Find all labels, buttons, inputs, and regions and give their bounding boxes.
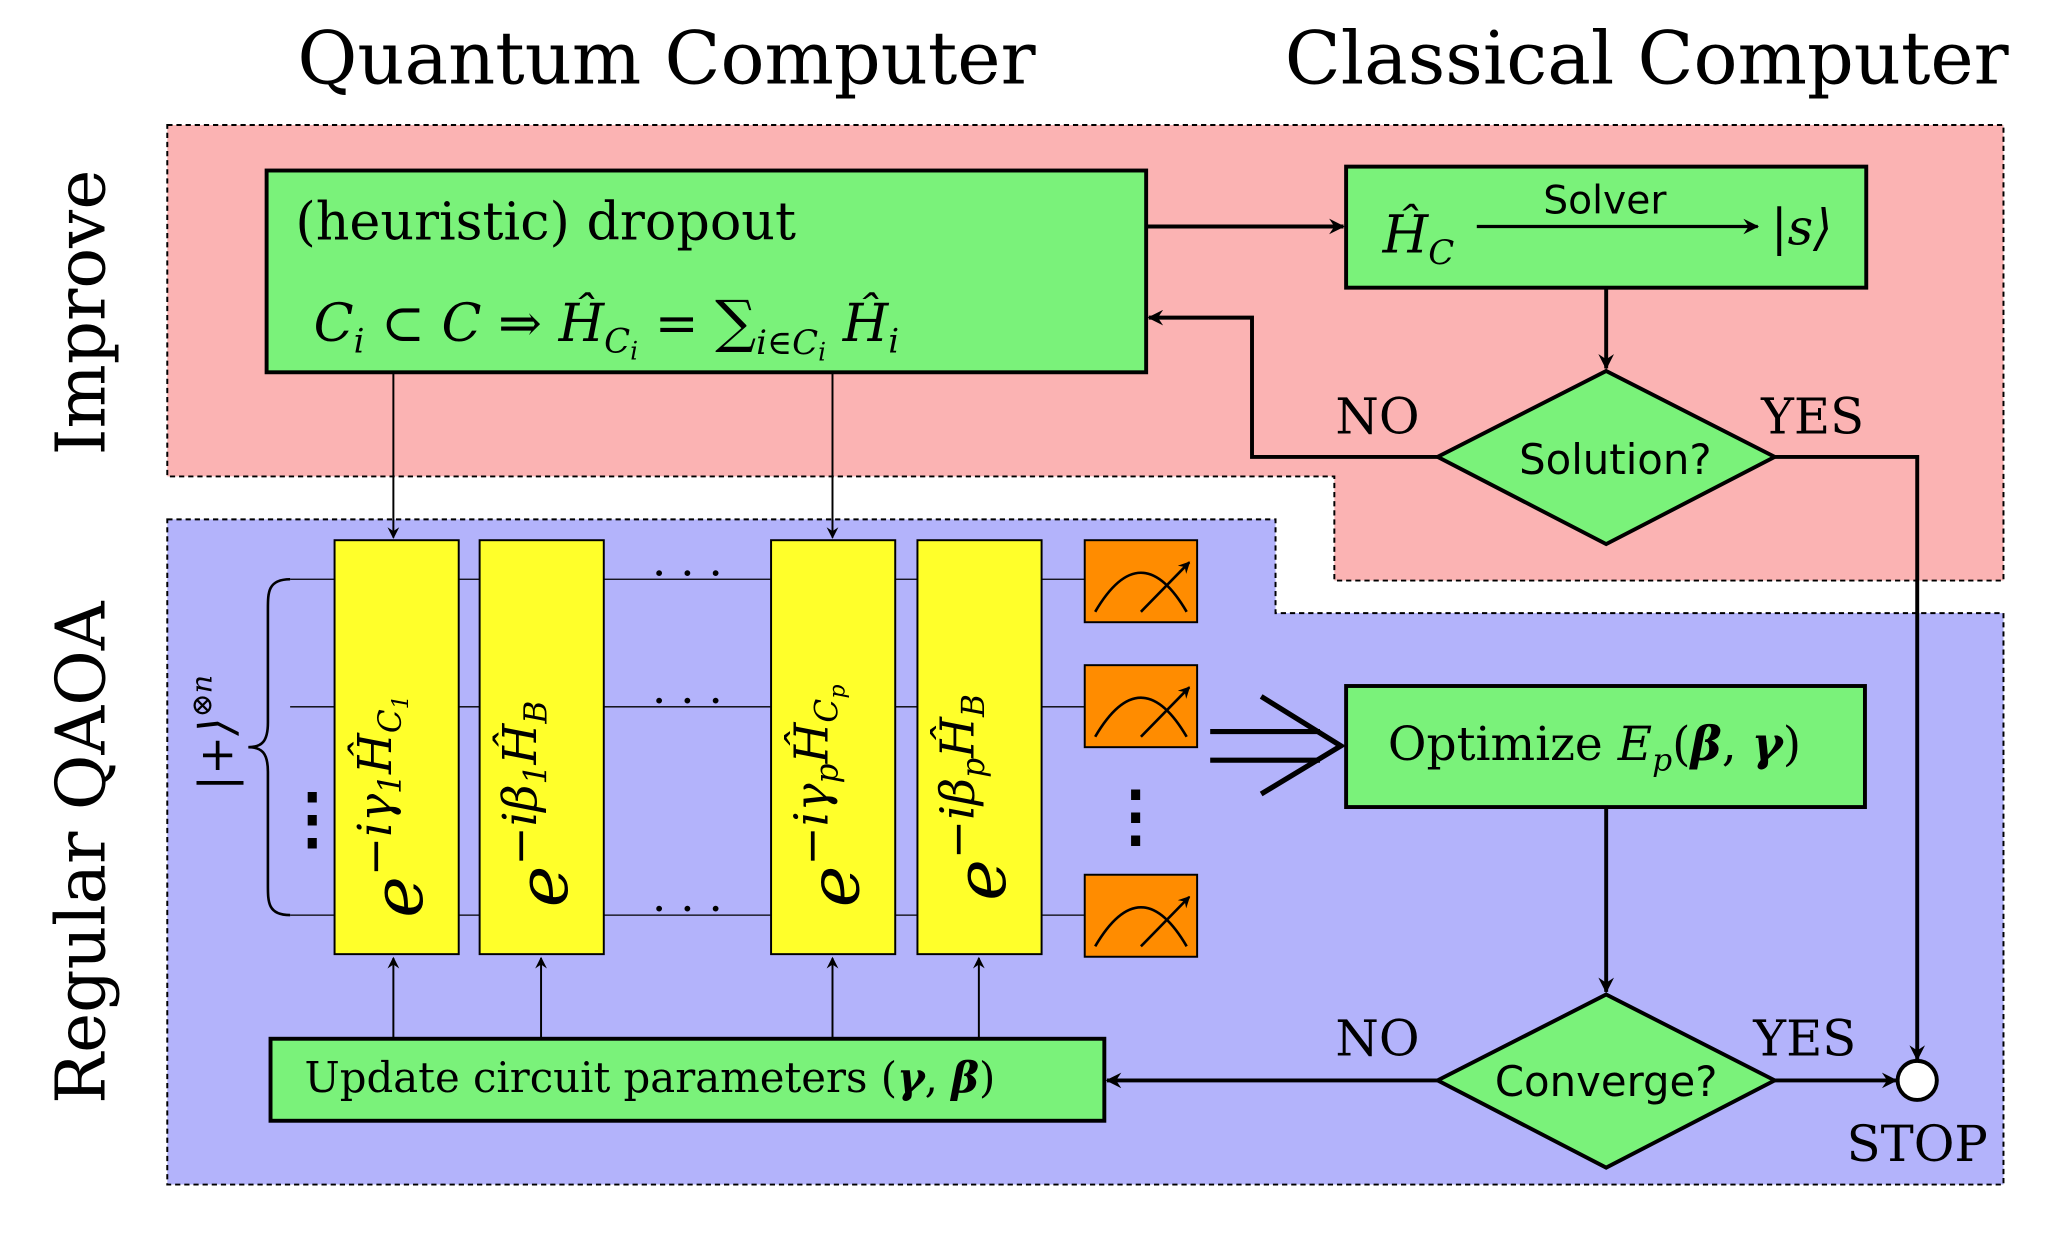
solution-yes-arrow [1774,454,1926,1061]
classical-computer-header: Classical Computer [1285,16,2009,101]
solution-no-arrow [1147,309,1438,459]
meter-ellipsis: ⋮ [1102,774,1170,854]
solver-box: ĤC Solver |s⟩ [1344,164,1869,290]
svg-text:e−iγ1ĤC1: e−iγ1ĤC1 [347,695,439,918]
converge-no-label: NO [1335,1010,1419,1068]
input-brace [248,577,291,917]
gate-cost-p: e−iγpĤCp [770,539,897,956]
solver-label: Solver [1543,179,1667,224]
svg-text:e−iβpĤB: e−iβpĤB [930,694,1022,901]
solution-yes-label: YES [1760,388,1864,446]
improve-side-label: Improve [41,170,120,456]
gate-cost-1: e−iγ1ĤC1 [333,539,460,956]
measurement-meter-top [1083,539,1199,624]
measurement-meter-bottom [1083,873,1199,958]
converge-yes-label: YES [1752,1010,1856,1068]
quantum-computer-header: Quantum Computer [297,16,1035,101]
wire-dots-middle: · · · [652,676,723,727]
solution-decision: Solution? NO YES [1335,368,1864,547]
dropout-box: (heuristic) dropout Ci ⊂ C ⇒ ĤCi = ∑i∈Ci… [264,168,1149,375]
update-parameters-box: Update circuit parameters (γ, β) [268,1036,1107,1123]
gate-mixer-1: e−iβ1ĤB [478,539,605,956]
converge-decision: Converge? NO YES [1335,992,1856,1170]
wire-dots-bottom: · · · [652,884,723,935]
svg-text:e−iβ1ĤB: e−iβ1ĤB [492,701,584,908]
converge-label: Converge? [1495,1057,1718,1106]
stop-node [1895,1058,1939,1102]
regular-qaoa-side-label: Regular QAOA [41,600,120,1104]
measurement-meter-middle [1083,664,1199,749]
optimize-label: Optimize Ep(β, γ) [1388,717,1801,778]
stop-label: STOP [1847,1115,1988,1173]
solver-result-ket: |s⟩ [1771,199,1833,257]
input-state-ket: |+⟩⊗n [185,675,245,791]
update-to-gates-arrows [387,956,985,1039]
solver-hamiltonian: ĤC [1382,204,1455,273]
wire-dots-top: · · · [652,548,723,599]
measurement-to-optimize-arrow [1210,694,1346,797]
solution-label: Solution? [1519,435,1711,484]
solution-no-label: NO [1335,388,1419,446]
update-parameters-label: Update circuit parameters (γ, β) [305,1053,996,1102]
dropout-title: (heuristic) dropout [295,193,796,253]
gate-mixer-p: e−iβpĤB [916,539,1043,956]
dropout-formula: Ci ⊂ C ⇒ ĤCi = ∑i∈Ci Ĥi [314,288,900,366]
svg-text:e−iγpĤCp: e−iγpĤCp [783,685,875,908]
optimize-box: Optimize Ep(β, γ) [1344,684,1867,810]
